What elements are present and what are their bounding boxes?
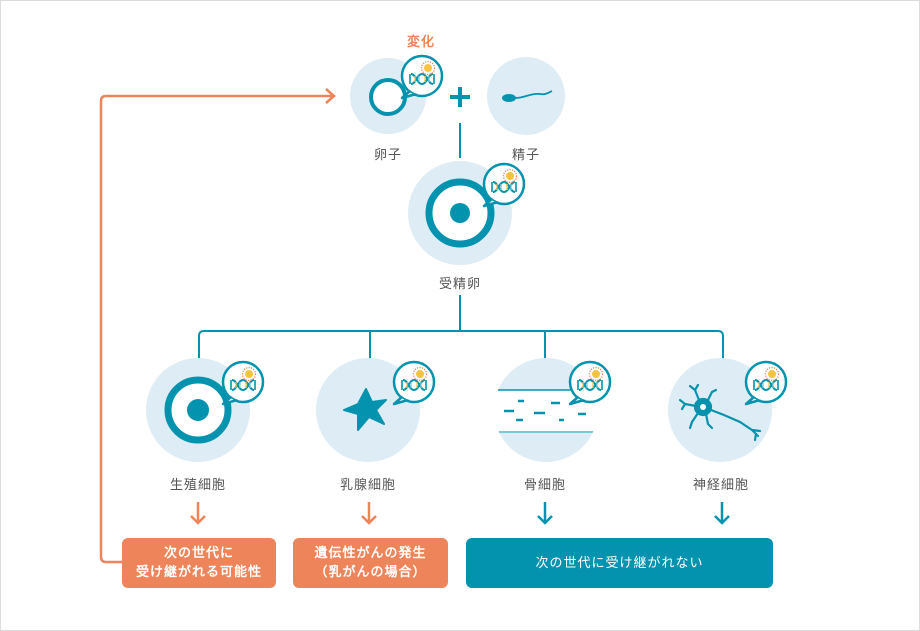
arrow-down-icon: [537, 502, 553, 525]
nerve-cell-label: 神経細胞: [692, 478, 749, 493]
feedback-arrow-line: [99, 94, 334, 564]
plus-icon: [450, 87, 470, 107]
bone-cell-node: [494, 358, 612, 462]
change-label: 変化: [406, 35, 435, 50]
sperm-label: 精子: [511, 148, 540, 163]
dna-mutation-icon: [568, 360, 612, 406]
tree-connectors: [198, 295, 724, 360]
dna-mutation-icon: [221, 360, 265, 406]
nerve-cell-icon: [678, 383, 762, 442]
mammary-cell-icon: [343, 388, 387, 431]
germ-cell-node: [146, 358, 265, 462]
dna-mutation-icon: [744, 360, 788, 406]
outcome-not-heritable: 次の世代に受け継がれない: [466, 538, 773, 588]
outcome-line: 受け継がれる可能性: [135, 565, 262, 580]
sperm-node: [487, 57, 565, 135]
egg-label: 卵子: [373, 148, 402, 163]
mammary-cell-node: [316, 358, 436, 462]
germ-cell-label: 生殖細胞: [169, 478, 226, 493]
outcome-line: （乳がんの場合）: [314, 565, 427, 580]
mammary-cell-label: 乳腺細胞: [339, 478, 396, 493]
outcome-line: 次の世代に: [163, 546, 234, 561]
dna-mutation-icon: [400, 54, 444, 100]
germ-cell-icon: [164, 376, 232, 444]
outcome-heritable: 次の世代に 受け継がれる可能性: [122, 538, 276, 588]
outcome-line: 次の世代に受け継がれない: [535, 555, 704, 571]
egg-node: [350, 54, 444, 134]
dna-mutation-icon: [392, 360, 436, 406]
zygote-node: [408, 161, 526, 265]
feedback-arrow-head: [325, 88, 336, 104]
sperm-icon: [502, 90, 553, 102]
dna-mutation-icon: [482, 162, 526, 208]
outcome-line: 遺伝性がんの発生: [314, 546, 427, 561]
egg-cell-icon: [369, 78, 407, 116]
arrow-down-icon: [190, 502, 206, 525]
zygote-cell-icon: [425, 178, 495, 248]
zygote-label: 受精卵: [438, 277, 481, 292]
nerve-cell-node: [668, 358, 788, 462]
outcome-hereditary-cancer: 遺伝性がんの発生 （乳がんの場合）: [293, 538, 448, 588]
arrow-down-icon: [714, 502, 730, 525]
arrow-down-icon: [361, 502, 377, 525]
bone-cell-label: 骨細胞: [523, 478, 566, 493]
